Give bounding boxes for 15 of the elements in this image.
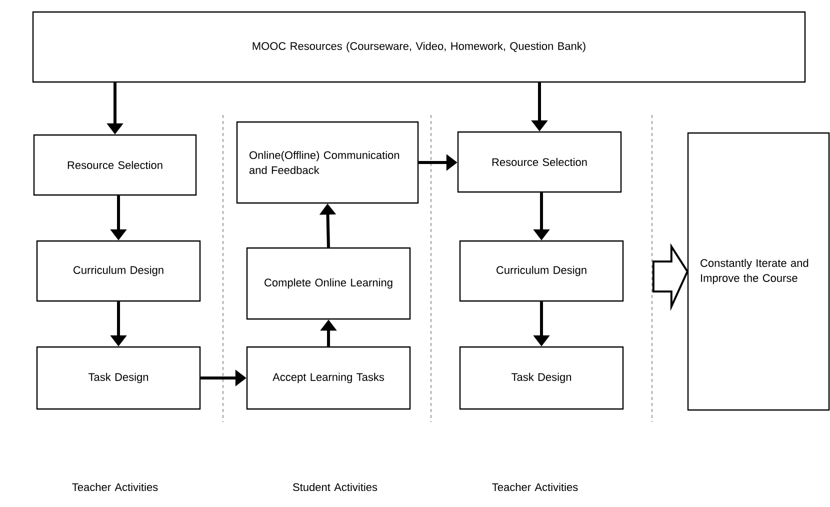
process-box: Resource Selection	[457, 131, 622, 193]
process-box: MOOC Resources (Courseware, Video, Homework, Question Bank)	[32, 11, 806, 83]
column-label: Teacher Activities	[492, 482, 578, 492]
process-box: Curriculum Design	[459, 240, 624, 302]
process-box: Complete Online Learning	[246, 247, 411, 320]
process-box: Accept Learning Tasks	[246, 346, 411, 410]
process-box: Online(Offline) Communication and Feedback	[236, 121, 419, 204]
column-label: Student Activities	[293, 482, 378, 492]
block-arrow	[652, 243, 689, 312]
column-label: Teacher Activities	[72, 482, 158, 492]
process-box: Task Design	[36, 346, 201, 410]
process-box: Resource Selection	[33, 134, 197, 196]
process-box: Constantly Iterate and Improve the Course	[687, 132, 830, 411]
process-box: Curriculum Design	[36, 240, 201, 302]
process-box: Task Design	[459, 346, 624, 410]
